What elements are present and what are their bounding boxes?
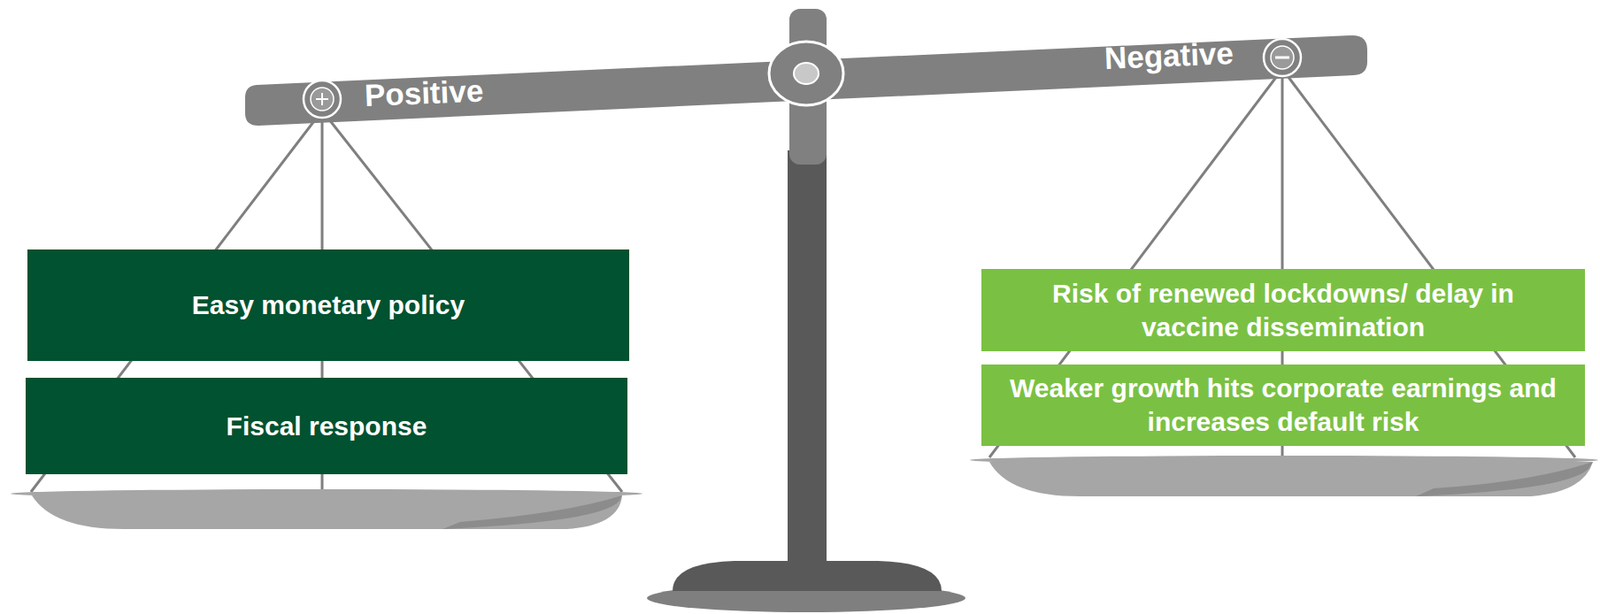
- factor-text: Risk of renewed lockdowns/ delay in vacc…: [1007, 276, 1559, 345]
- factor-text-group: Easy monetary policy: [192, 288, 465, 323]
- right-pan: [989, 461, 1593, 497]
- factor-box: Weaker growth hits corporate earnings an…: [981, 364, 1585, 447]
- beam-label: Positive: [363, 73, 485, 114]
- right-pan-rim: [969, 455, 1599, 465]
- left-pan: [31, 495, 623, 530]
- plus-bar: [321, 92, 324, 106]
- factor-text: Fiscal response: [226, 409, 428, 444]
- beam-label: Negative: [1103, 35, 1234, 77]
- left-pan-shade: [442, 495, 623, 530]
- scale-beam: [245, 35, 1368, 126]
- factor-text-group: Risk of renewed lockdowns/ delay in vacc…: [1007, 276, 1559, 345]
- minus-bar: [1275, 56, 1290, 60]
- right-pan-shade: [1415, 461, 1593, 497]
- plus-icon-inner: [310, 87, 334, 111]
- pivot: [769, 41, 844, 106]
- pivot-center: [793, 62, 819, 85]
- factor-box: Fiscal response: [25, 377, 628, 475]
- plus-icon: [303, 80, 341, 118]
- minus-icon: [1263, 38, 1301, 77]
- factor-text: Easy monetary policy: [192, 288, 465, 323]
- factor-box: Risk of renewed lockdowns/ delay in vacc…: [981, 269, 1585, 352]
- minus-icon-inner: [1270, 46, 1294, 70]
- left-pan-rim: [10, 489, 643, 499]
- scale-column: [787, 150, 827, 567]
- factor-box: Easy monetary policy: [27, 249, 630, 362]
- factor-text-group: Fiscal response: [226, 409, 428, 444]
- factor-text-group: Weaker growth hits corporate earnings an…: [1007, 371, 1559, 439]
- factor-text: Weaker growth hits corporate earnings an…: [1007, 371, 1559, 439]
